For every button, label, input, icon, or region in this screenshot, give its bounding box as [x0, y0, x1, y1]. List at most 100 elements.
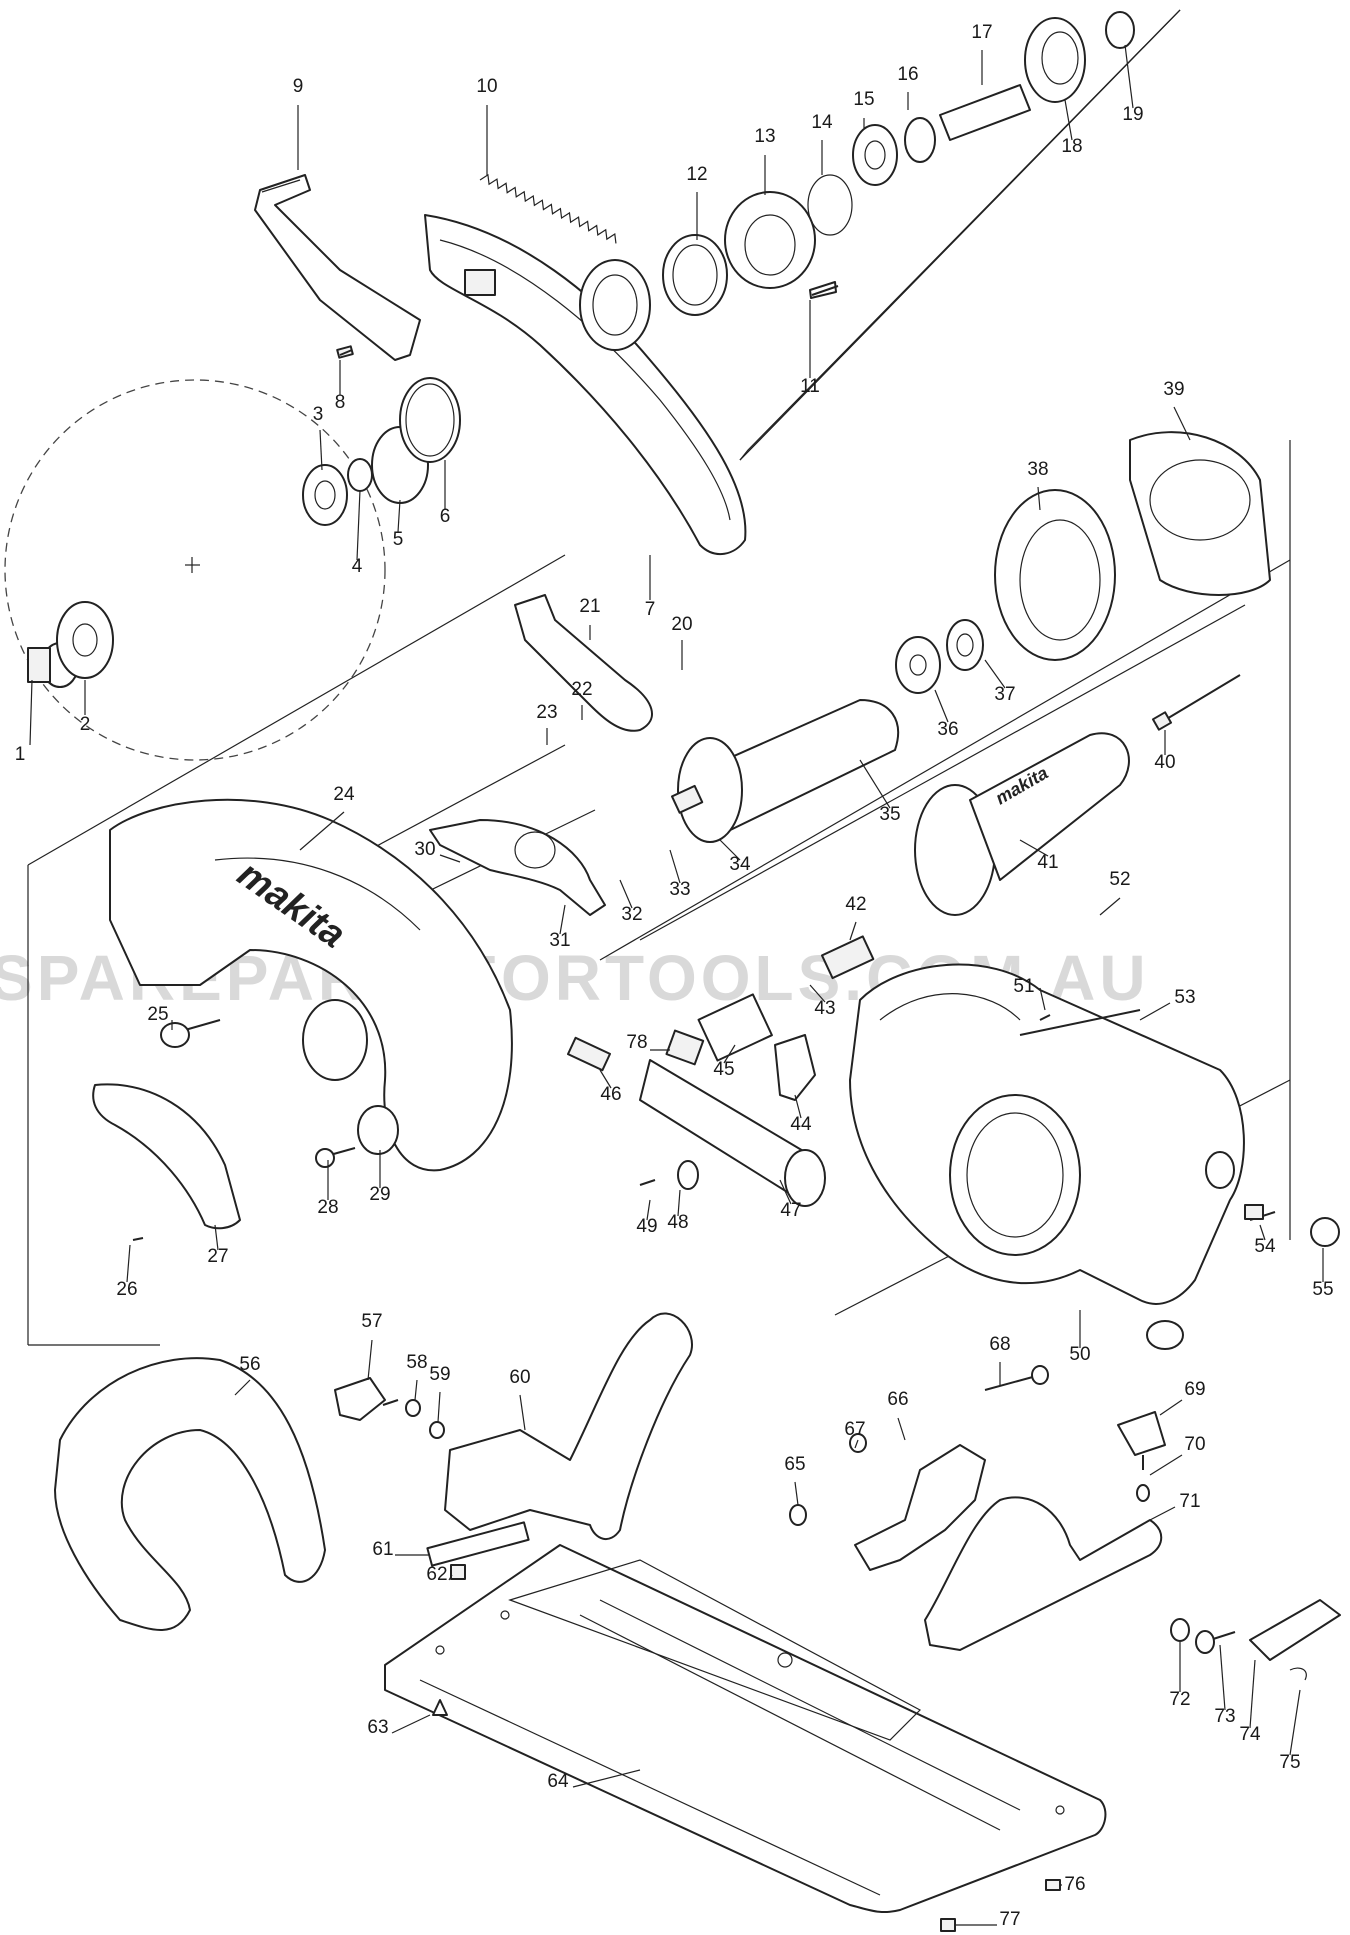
leader-line-32	[619, 879, 633, 909]
part-label-21: 21	[579, 596, 600, 617]
leader-line-75	[1289, 1689, 1301, 1756]
part-label-65: 65	[784, 1454, 805, 1475]
part-label-50: 50	[1069, 1344, 1090, 1365]
leader-line-44	[794, 1094, 802, 1119]
blade-flange-parts	[27, 345, 461, 688]
lower-blade-guard: makita	[109, 798, 513, 1172]
lock-lever	[254, 174, 421, 361]
angle-bracket-and-quadrant	[789, 1365, 1341, 1681]
part-label-24: 24	[333, 784, 355, 805]
switch-assembly	[566, 935, 875, 1207]
part-label-77: 77	[999, 1909, 1020, 1930]
base-screws	[432, 1564, 1061, 1932]
part-label-11: 11	[800, 376, 820, 397]
part-label-40: 40	[1154, 752, 1175, 773]
leader-line-41	[1019, 839, 1049, 857]
long-screw	[1151, 674, 1241, 731]
part-label-42: 42	[845, 894, 866, 915]
part-label-12: 12	[686, 164, 707, 185]
link-plates	[429, 594, 653, 916]
part-label-61: 61	[372, 1539, 393, 1560]
leader-line-36	[934, 689, 949, 723]
leader-line-49	[646, 1199, 651, 1221]
part-label-28: 28	[317, 1197, 338, 1218]
part-label-18: 18	[1061, 136, 1082, 157]
leader-line-58	[414, 1379, 418, 1401]
part-label-6: 6	[440, 506, 451, 527]
leader-line-63	[391, 1714, 431, 1734]
part-label-29: 29	[369, 1184, 390, 1205]
part-label-5: 5	[393, 529, 404, 550]
part-label-43: 43	[814, 998, 835, 1019]
part-label-26: 26	[116, 1279, 137, 1300]
part-label-17: 17	[971, 22, 992, 43]
part-label-32: 32	[621, 904, 642, 925]
leader-line-24	[299, 811, 345, 851]
part-label-66: 66	[887, 1389, 908, 1410]
leader-line-57	[367, 1339, 373, 1381]
armature	[670, 619, 984, 843]
part-label-23: 23	[536, 702, 557, 723]
leader-line-53	[1139, 1002, 1171, 1021]
leader-line-34	[719, 839, 741, 861]
part-label-3: 3	[313, 404, 324, 425]
leader-line-3	[319, 429, 323, 471]
part-label-55: 55	[1312, 1279, 1333, 1300]
part-label-31: 31	[549, 930, 570, 951]
part-label-49: 49	[636, 1216, 657, 1237]
leader-line-70	[1149, 1454, 1183, 1476]
leader-line-26	[126, 1244, 131, 1283]
part-label-19: 19	[1122, 104, 1143, 125]
leader-line-52	[1099, 897, 1121, 916]
part-label-64: 64	[547, 1771, 569, 1792]
part-label-62: 62	[426, 1564, 447, 1585]
leader-line-45	[723, 1044, 736, 1064]
upper-blade-guard	[424, 214, 747, 555]
part-label-74: 74	[1239, 1724, 1261, 1745]
leader-line-67	[854, 1439, 859, 1449]
leader-line-43	[809, 984, 826, 1003]
part-label-7: 7	[645, 599, 656, 620]
leader-line-46	[599, 1069, 612, 1089]
leader-line-5	[397, 499, 401, 533]
leader-line-1	[29, 679, 33, 746]
thumb-screws	[334, 1377, 1166, 1502]
part-label-4: 4	[352, 556, 363, 577]
part-label-76: 76	[1064, 1874, 1085, 1895]
leader-line-65	[794, 1481, 799, 1506]
leader-line-48	[677, 1189, 681, 1217]
part-label-27: 27	[207, 1246, 228, 1267]
part-label-13: 13	[754, 126, 775, 147]
leader-line-27	[214, 1224, 219, 1251]
part-label-75: 75	[1279, 1752, 1300, 1773]
leader-line-51	[1039, 987, 1046, 1011]
leader-line-4	[356, 489, 361, 561]
part-label-59: 59	[429, 1364, 450, 1385]
part-label-73: 73	[1214, 1706, 1235, 1727]
part-label-25: 25	[147, 1004, 168, 1025]
part-label-48: 48	[667, 1212, 688, 1233]
leader-line-19	[1124, 44, 1134, 109]
bevel-bracket	[426, 1312, 693, 1567]
part-label-69: 69	[1184, 1379, 1205, 1400]
leader-line-33	[669, 849, 681, 884]
spring	[479, 173, 617, 244]
leader-line-42	[849, 921, 857, 941]
part-label-14: 14	[811, 112, 833, 133]
part-label-36: 36	[937, 719, 958, 740]
safety-cover-plate	[92, 1083, 241, 1230]
leader-line-66	[897, 1417, 906, 1441]
part-label-52: 52	[1109, 869, 1130, 890]
part-label-34: 34	[729, 854, 751, 875]
leader-line-35	[859, 759, 891, 809]
screws	[132, 285, 1340, 1247]
part-label-72: 72	[1169, 1689, 1190, 1710]
part-label-56: 56	[239, 1354, 260, 1375]
side-handle: makita	[914, 732, 1130, 916]
part-label-68: 68	[989, 1334, 1010, 1355]
part-label-71: 71	[1179, 1491, 1200, 1512]
part-label-67: 67	[844, 1419, 865, 1440]
leader-line-56	[234, 1379, 251, 1396]
bearing-and-shaft-parts	[662, 11, 1135, 316]
